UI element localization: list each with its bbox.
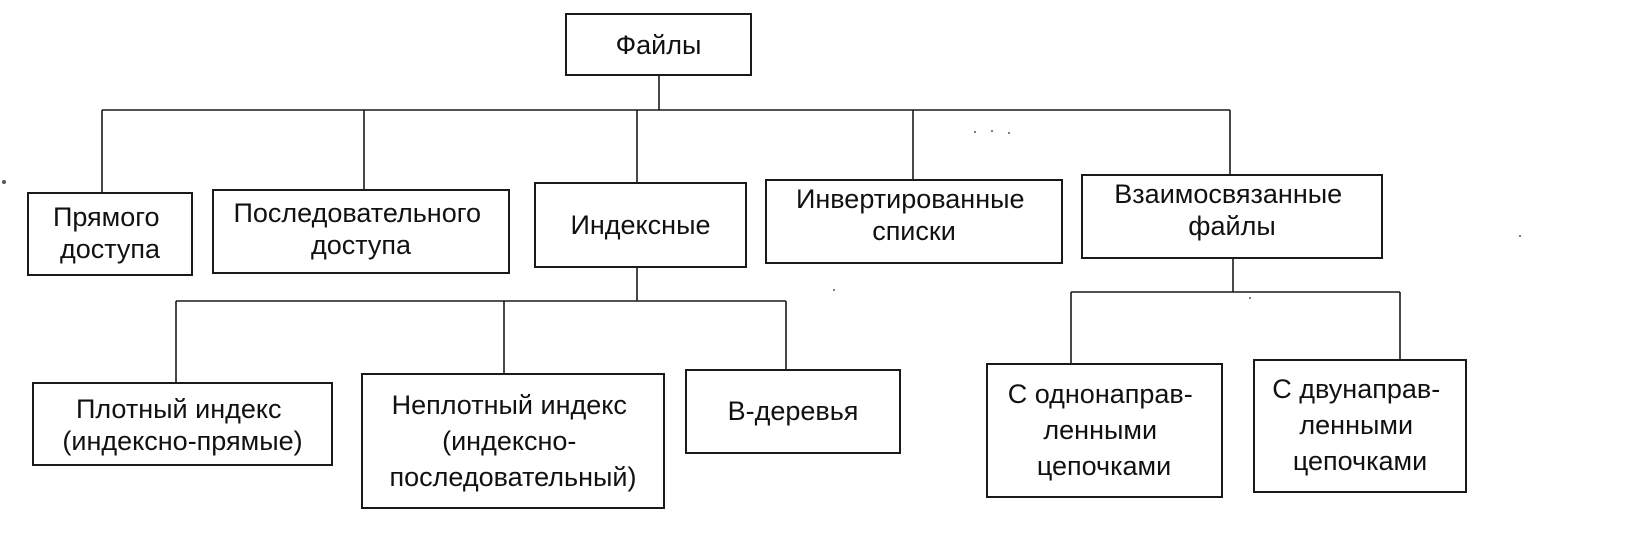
node-sparse-index-label: Неплотный индекс (индексно- последовател… <box>390 390 637 492</box>
scan-speck <box>1519 235 1521 237</box>
node-b-trees: В-деревья <box>685 369 901 454</box>
node-one-way-chains: С однонаправ- ленными цепочками <box>986 363 1223 498</box>
node-indexed-label: Индексные <box>570 210 710 240</box>
node-sequential-access: Последовательного доступа <box>212 189 510 274</box>
node-two-way-chains-label: С двунаправ- ленными цепочками <box>1272 374 1447 476</box>
node-inverted-lists: Инвертированные списки <box>765 179 1063 264</box>
node-root-files-label: Файлы <box>616 30 702 60</box>
node-sparse-index: Неплотный индекс (индексно- последовател… <box>361 373 665 509</box>
node-linked-files-label: Взаимосвязанные файлы <box>1114 179 1349 241</box>
node-indexed: Индексные <box>534 182 747 268</box>
scan-speck <box>1249 297 1251 299</box>
scan-speck <box>2 180 6 184</box>
node-inverted-lists-label: Инвертированные списки <box>796 184 1032 246</box>
node-dense-index-label: Плотный индекс (индексно-прямые) <box>62 394 302 456</box>
scan-speck <box>974 131 976 133</box>
node-two-way-chains: С двунаправ- ленными цепочками <box>1253 359 1467 493</box>
scan-speck <box>1008 132 1010 134</box>
node-root-files: Файлы <box>565 13 752 76</box>
node-linked-files: Взаимосвязанные файлы <box>1081 174 1383 259</box>
connectors <box>101 75 1401 383</box>
node-b-trees-label: В-деревья <box>728 396 859 426</box>
node-sequential-access-label: Последовательного доступа <box>233 198 488 260</box>
scan-specks <box>2 130 1521 299</box>
node-direct-access-label: Прямого доступа <box>53 202 167 264</box>
node-one-way-chains-label: С однонаправ- ленными цепочками <box>1008 379 1201 481</box>
scan-speck <box>991 130 993 132</box>
node-dense-index: Плотный индекс (индексно-прямые) <box>32 382 333 466</box>
node-direct-access: Прямого доступа <box>27 192 193 276</box>
scan-speck <box>833 289 835 291</box>
